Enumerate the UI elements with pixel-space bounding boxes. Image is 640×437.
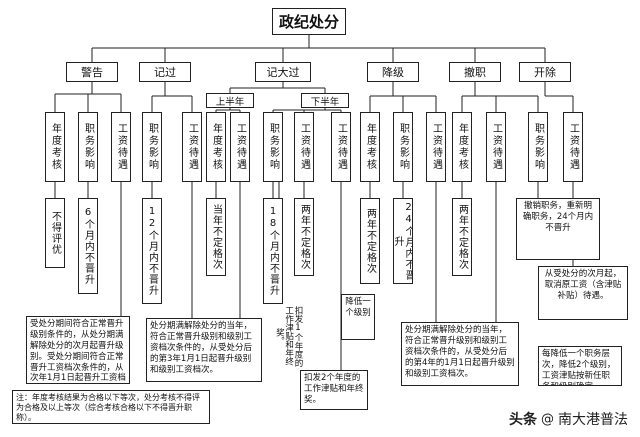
result-demerit-12-month: 12个月内不晋升	[142, 198, 162, 304]
leaf-dismissal-assessment: 年度考核	[452, 112, 472, 182]
para-demotion-salary: 处分期满解除处分的当年，符合正常晋升级别和级别工资档次条件的，从受处分后的第4年…	[401, 322, 519, 386]
leaf-demerit-promotion: 职务影响	[142, 112, 162, 182]
result-demotion-24-month: 24个月内不晋升	[393, 198, 413, 284]
watermark: 头条 @ 南大港普法	[509, 409, 628, 429]
category-major-demerit: 记大过	[255, 62, 311, 82]
result-dismissal-revoke: 撤销职务，重新明确职务，24个月内不晋升	[516, 198, 600, 260]
para-suspend-two-year: 扣发2个年度的工作津贴和年终奖。	[300, 370, 368, 410]
footnote: 注：年度考核结果为合格以下等次，处分考核不得评为合格及以上等次（综合考核合格以下…	[12, 390, 210, 424]
leaf-demotion-assessment: 年度考核	[360, 112, 380, 182]
root-node: 政纪处分	[272, 8, 346, 35]
leaf-major-promotion: 职务影响	[263, 112, 283, 182]
watermark-brand: 头条	[509, 412, 537, 428]
result-demotion-two-year: 两年不定格次	[360, 198, 380, 284]
para-demerit-first-half: 处分期满解除处分的当年，符合正常晋升级别和级别工资档次条件的，从受处分后的第3年…	[146, 318, 262, 382]
leaf-expulsion-salary: 工资待遇	[563, 112, 583, 182]
category-demotion: 降级	[367, 62, 419, 82]
category-expulsion: 开除	[519, 62, 571, 82]
category-warning: 警告	[66, 62, 118, 82]
sub-second-half: 下半年	[301, 93, 349, 108]
leaf-first-half-salary: 工资待遇	[230, 112, 250, 182]
leaf-warning-assessment: 年度考核	[45, 112, 65, 182]
result-warning-6-month: 6个月内不晋升	[78, 198, 98, 294]
leaf-second-half-salary: 工资待遇	[294, 112, 314, 182]
result-warning-no-award: 不得评优	[45, 198, 65, 268]
para-dismissal-salary: 每降低一个职务层次，降低2个级别，工资津贴按新任职务和级别确定	[538, 346, 622, 386]
watermark-account: 南大港普法	[558, 412, 628, 428]
category-dismissal: 撤职	[449, 62, 501, 82]
category-demerit: 记过	[139, 62, 191, 82]
para-warning-salary: 受处分期间符合正常晋升级别条件的，从处分期满解除处分的次月起晋升级别。受处分期间…	[26, 316, 130, 384]
result-expulsion-cancel: 从受处分的次月起，取消原工资（含津贴补贴）待遇。	[538, 266, 628, 320]
result-demerit-no-grade: 当年不定格次	[206, 198, 226, 276]
leaf-dismissal-salary: 工资待遇	[486, 112, 506, 182]
para-demotion-rank: 降低一个级别	[341, 294, 375, 340]
leaf-dismissal-promotion: 职务影响	[528, 112, 548, 182]
result-major-18-month: 18个月内不晋升	[263, 198, 283, 304]
leaf-warning-promotion: 职务影响	[78, 112, 98, 182]
result-major-two-year: 两年不定格次	[294, 198, 314, 276]
leaf-warning-salary: 工资待遇	[111, 112, 131, 182]
leaf-demotion-salary: 工资待遇	[426, 112, 446, 182]
watermark-at: @	[541, 411, 554, 427]
result-dismissal-two-year: 两年不定格次	[452, 198, 472, 276]
leaf-first-half-assessment: 年度考核	[206, 112, 226, 182]
para-suspend-one-year: 扣发1个年度的工作津贴和年终奖。	[274, 305, 304, 367]
sub-first-half: 上半年	[206, 93, 254, 108]
leaf-demotion-promotion: 职务影响	[393, 112, 413, 182]
leaf-demerit-salary: 工资待遇	[182, 112, 202, 182]
leaf-major-salary: 工资待遇	[331, 112, 351, 182]
